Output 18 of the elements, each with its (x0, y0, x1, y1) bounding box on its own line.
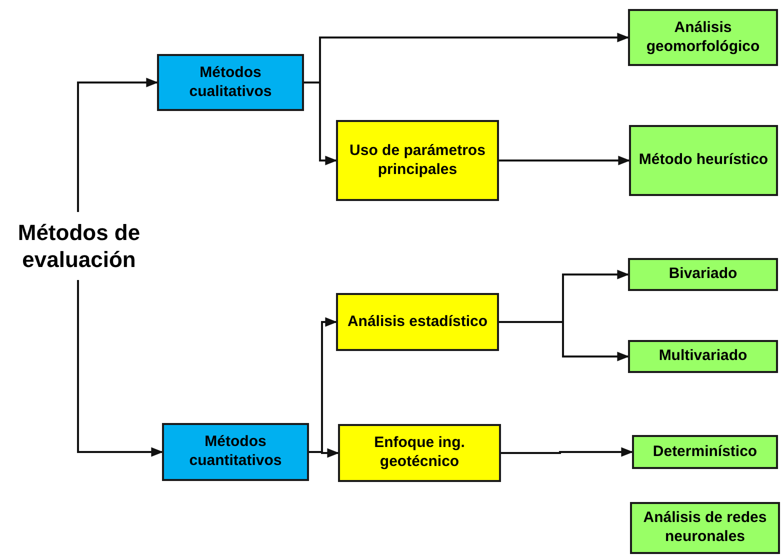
result-box: Determinístico (632, 435, 778, 469)
arrow (501, 447, 634, 457)
method-box: Métodos cualitativos (157, 54, 304, 111)
arrow (499, 321, 630, 362)
root-label: Métodos de evaluación (6, 212, 152, 280)
arrow (77, 280, 164, 457)
result-box: Método heurístico (629, 125, 778, 196)
approach-box: Uso de parámetros principales (336, 120, 499, 201)
arrow (309, 448, 340, 458)
arrow (499, 156, 630, 166)
result-box: Análisis geomorfológico (628, 9, 778, 66)
method-box: Métodos cuantitativos (162, 423, 309, 481)
result-box: Bivariado (628, 258, 778, 291)
result-box: Multivariado (628, 340, 778, 373)
approach-box: Análisis estadístico (336, 293, 499, 351)
result-box: Análisis de redes neuronales (630, 502, 780, 554)
arrow (77, 78, 158, 212)
approach-box: Enfoque ing. geotécnico (338, 424, 501, 482)
